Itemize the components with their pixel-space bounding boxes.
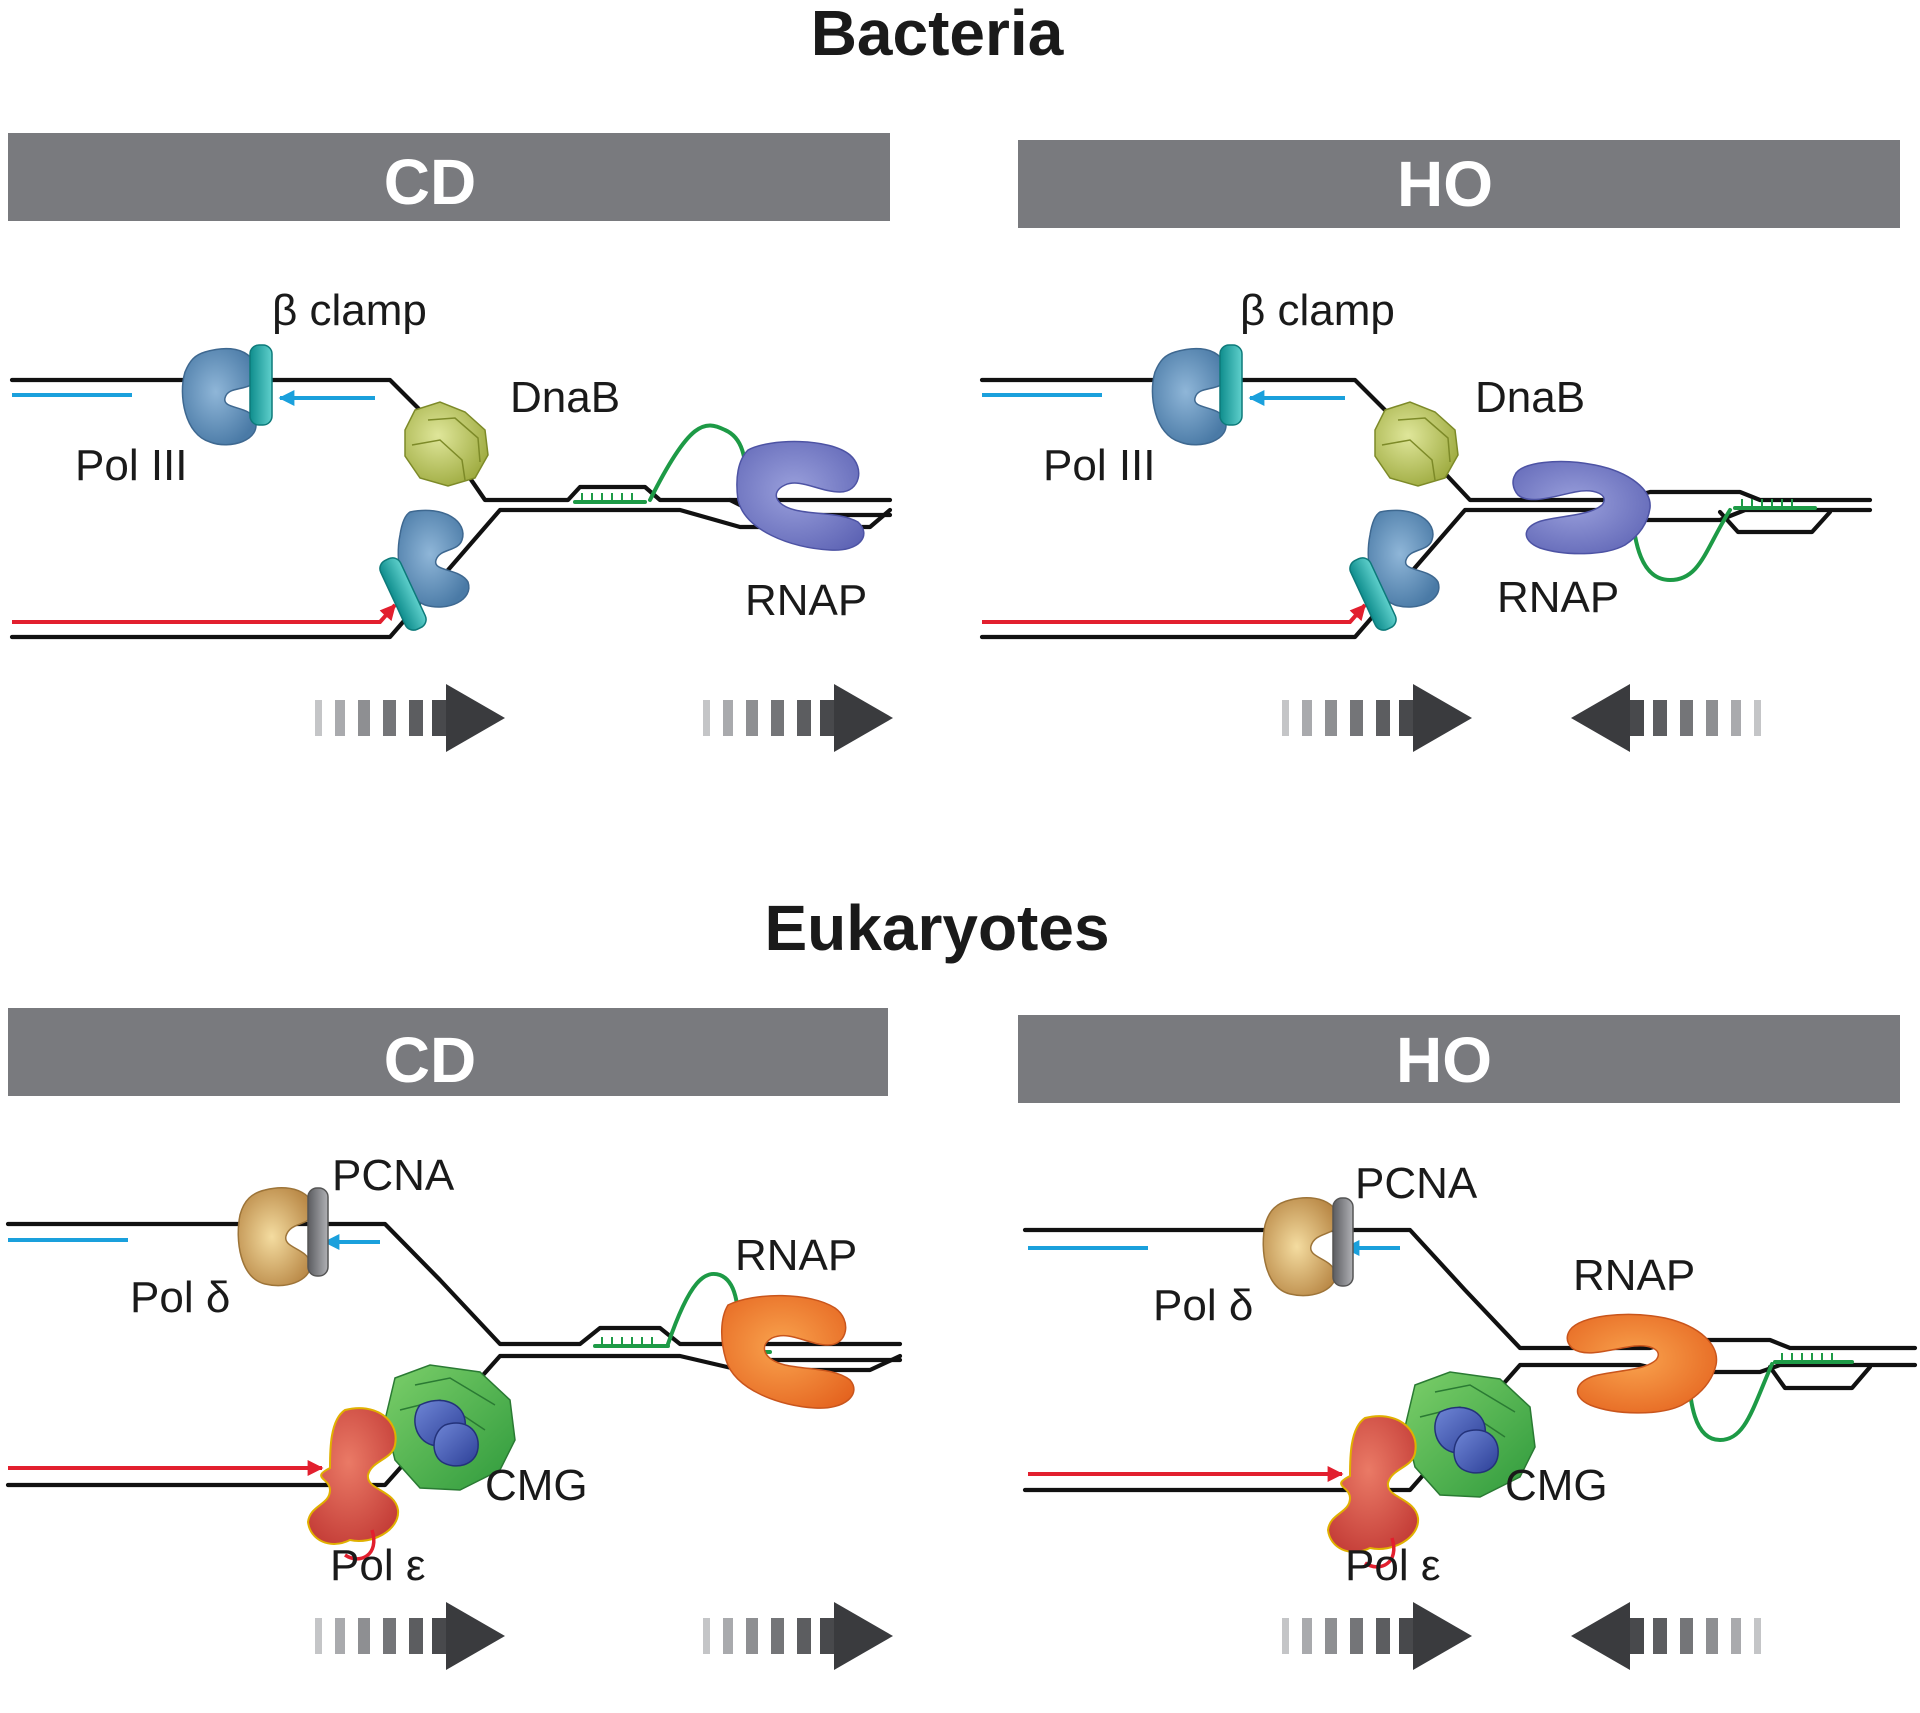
banner-bacteria-ho: HO	[1018, 140, 1900, 228]
direction-arrow-replication	[315, 684, 505, 752]
pol-delta	[237, 1186, 329, 1287]
rnap-bacteria-cd	[736, 440, 865, 551]
helicase-icon	[1374, 401, 1459, 487]
direction-arrow-replication	[1282, 1602, 1472, 1670]
clamp-icon	[1332, 1197, 1354, 1287]
pol-delta	[1262, 1196, 1354, 1297]
polymerase-icon	[237, 1186, 314, 1287]
clamp-icon	[249, 344, 273, 426]
direction-arrow-icon	[1571, 1602, 1630, 1670]
clamp-icon	[1219, 344, 1243, 426]
label-clamp: β clamp	[272, 286, 427, 335]
label-helicase: DnaB	[510, 373, 620, 422]
leading-strand-arrow	[982, 603, 1367, 624]
label-helicase: CMG	[485, 1461, 588, 1510]
rnap-eukaryote-ho	[1566, 1313, 1718, 1414]
pol3-lagging	[181, 344, 273, 446]
clamp-icon	[1349, 557, 1397, 631]
direction-arrow-replication	[315, 1602, 505, 1670]
direction-arrow-transcription	[703, 684, 893, 752]
direction-arrow-replication	[1282, 684, 1472, 752]
rnap-eukaryote-cd	[721, 1294, 855, 1409]
direction-arrow-transcription	[703, 1602, 893, 1670]
pol-epsilon	[1326, 1415, 1420, 1569]
direction-arrow-icon	[834, 1602, 893, 1670]
leading-strand-arrow	[12, 603, 397, 624]
label-helicase: DnaB	[1475, 373, 1585, 422]
direction-arrow-transcription	[1571, 1602, 1761, 1670]
panel-eukaryotes-ho: PCNA Pol δ RNAP CMG Pol ε	[1022, 1159, 1918, 1670]
pol3-lagging	[1151, 344, 1243, 446]
banner-eukaryotes-ho: HO	[1018, 1015, 1900, 1103]
direction-arrow-icon	[1571, 684, 1630, 752]
banner-bacteria-cd: CD	[8, 133, 890, 221]
polymerase-icon	[1367, 509, 1440, 608]
banner-label: CD	[384, 1024, 476, 1096]
direction-arrow-transcription	[1571, 684, 1761, 752]
banner-label: CD	[384, 146, 476, 218]
rnap-icon	[721, 1294, 855, 1409]
direction-arrow-icon	[1413, 1602, 1472, 1670]
polymerase-icon	[1262, 1196, 1339, 1297]
label-clamp: PCNA	[1355, 1159, 1478, 1208]
label-clamp: β clamp	[1240, 286, 1395, 335]
label-lagging-polymerase: Pol δ	[1153, 1281, 1253, 1330]
direction-arrow-icon	[834, 684, 893, 752]
pol3-leading	[1349, 509, 1440, 631]
rnap-icon	[1512, 460, 1651, 555]
banner-eukaryotes-cd: CD	[8, 1008, 888, 1096]
polymerase-icon	[1326, 1415, 1420, 1553]
label-rnap: RNAP	[1573, 1251, 1695, 1300]
direction-arrow-icon	[446, 684, 505, 752]
polymerase-icon	[181, 347, 258, 446]
cmg-helicase	[384, 1364, 516, 1491]
polymerase-icon	[306, 1407, 400, 1545]
panel-eukaryotes-cd: PCNA Pol δ RNAP CMG Pol ε	[5, 1151, 903, 1670]
label-leading-polymerase: Pol ε	[330, 1541, 425, 1590]
section-title-bacteria: Bacteria	[811, 0, 1064, 69]
rnap-icon	[1566, 1313, 1718, 1414]
label-leading-polymerase: Pol ε	[1345, 1541, 1440, 1590]
pol-epsilon	[306, 1407, 400, 1561]
banner-label: HO	[1397, 148, 1493, 220]
polymerase-icon	[397, 509, 470, 608]
clamp-icon	[379, 557, 427, 631]
label-lagging-polymerase: Pol δ	[130, 1273, 230, 1322]
cmg-helicase	[1404, 1371, 1536, 1498]
section-title-eukaryotes: Eukaryotes	[764, 892, 1109, 964]
banner-label: HO	[1396, 1024, 1492, 1096]
dnab-helicase	[404, 401, 489, 487]
label-helicase: CMG	[1505, 1461, 1608, 1510]
rnap-bacteria-ho	[1512, 460, 1651, 555]
label-polymerase: Pol III	[1043, 441, 1156, 490]
label-rnap: RNAP	[1497, 573, 1619, 622]
label-clamp: PCNA	[332, 1151, 455, 1200]
direction-arrow-icon	[1413, 684, 1472, 752]
direction-arrow-icon	[446, 1602, 505, 1670]
label-polymerase: Pol III	[75, 441, 188, 490]
label-rnap: RNAP	[745, 576, 867, 625]
clamp-icon	[307, 1187, 329, 1277]
helicase-icon	[404, 401, 489, 487]
pol3-leading	[379, 509, 470, 631]
panel-bacteria-ho: β clamp DnaB Pol III RNAP	[979, 286, 1873, 752]
rnap-icon	[736, 440, 865, 551]
label-rnap: RNAP	[735, 1231, 857, 1280]
panel-bacteria-cd: β clamp DnaB Pol III RNAP	[9, 286, 893, 752]
dnab-helicase	[1374, 401, 1459, 487]
polymerase-icon	[1151, 347, 1228, 446]
